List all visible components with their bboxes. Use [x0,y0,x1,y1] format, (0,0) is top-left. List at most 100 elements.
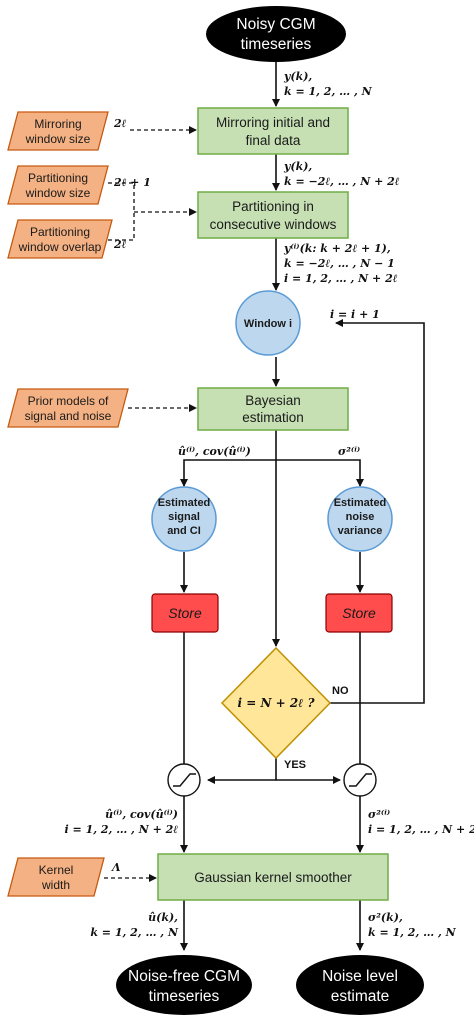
store-left-rect [151,593,219,633]
noise-label-1: Estimated [334,497,387,509]
label-y-mirrored-1: y(k), [283,160,312,173]
mirroring-window-label-1: Mirroring [34,117,81,131]
store-left: Store [151,593,219,633]
label-signal-all-2: i = 1, 2, … , N + 2ℓ [65,823,179,836]
label-mirror-param: 2ℓ [113,117,127,130]
end-left-label-2: timeseries [149,988,220,1005]
label-signal-all-1: û⁽ⁱ⁾, cov(û⁽ⁱ⁾) [105,808,178,821]
prior-models-label-2: signal and noise [25,409,112,423]
partitioning-window-label-1: Partitioning [28,171,88,185]
window-circle [235,290,301,356]
mirroring-window-label-2: window size [25,132,91,146]
partitioning-overlap-label-1: Partitioning [30,225,90,239]
label-noise-out-1: σ²(k), [368,911,403,924]
label-noise-all-2: i = 1, 2, … , N + 2ℓ [368,823,474,836]
kernel-width-shape [7,857,105,897]
store-left-label: Store [168,605,202,621]
mirroring-window-shape [7,111,109,151]
input-prior-models: Prior models of signal and noise [7,388,129,428]
label-y-windows-3: i = 1, 2, … , N + 2ℓ [284,272,398,285]
label-signal-out-2: k = 1, 2, … , N [90,926,179,939]
edge-part-size-param [108,182,135,241]
window-label: Window i [244,318,292,330]
end-right-label-2: estimate [331,988,390,1005]
start-node: Noisy CGM timeseries [206,6,346,62]
mirroring-label-1: Mirroring initial and [216,115,330,130]
switch-left [167,763,201,797]
input-kernel-width: Kernel width [7,857,105,897]
partitioning-overlap-shape [7,219,113,259]
signal-circle [151,486,217,552]
decision-label: i = N + 2ℓ ? [237,696,315,710]
end-right-label-1: Noise level [322,968,398,985]
start-label-2: timeseries [241,36,312,53]
noise-node: Estimated noise variance [327,486,393,552]
label-part-size-param: 2ℓ + 1 [113,176,151,189]
window-node: Window i [235,290,301,356]
label-noise-out-2: k = 1, 2, … , N [368,926,457,939]
bayesian-label-1: Bayesian [245,393,301,408]
label-noise-all-1: σ²⁽ⁱ⁾ [368,808,390,821]
bayesian-box: Bayesian estimation [197,387,349,431]
partitioning-rect [197,191,349,239]
partitioning-window-label-2: window size [25,186,91,200]
switch-left-circle [167,763,201,797]
label-y-in-2: k = 1, 2, … , N [284,85,373,98]
mirroring-label-2: final data [246,133,301,148]
label-increment: i = i + 1 [330,308,380,321]
label-y-mirrored-2: k = −2ℓ, … , N + 2ℓ [284,175,400,188]
noise-label-2: noise [346,511,375,523]
prior-models-shape [7,388,129,428]
signal-label-2: signal [168,511,200,523]
label-kernel-param: Λ [111,861,121,874]
mirroring-rect [197,107,349,155]
edge-yes-path [207,758,277,784]
partitioning-label-1: Partitioning in [232,199,314,214]
input-partitioning-overlap: Partitioning window overlap [7,219,113,259]
bayesian-label-2: estimation [242,410,304,425]
kernel-label: Gaussian kernel smoother [194,870,352,885]
signal-label-1: Estimated [158,497,211,509]
end-right-oval [296,955,424,1015]
end-left-label-1: Noise-free CGM [128,968,240,985]
label-yes: YES [284,759,306,771]
signal-label-3: and CI [167,525,201,537]
partitioning-label-2: consecutive windows [210,217,337,232]
switch-right-symbol [349,773,372,787]
decision-diamond [220,646,332,760]
input-mirroring-window: Mirroring window size [7,111,109,151]
bayesian-rect [197,387,349,431]
store-right: Store [325,593,393,633]
mirroring-box: Mirroring initial and final data [197,107,349,155]
edge-labels: y(k), k = 1, 2, … , N y(k), k = −2ℓ, … ,… [65,70,474,939]
input-partitioning-window: Partitioning window size [7,165,109,205]
input-connectors [104,126,197,882]
kernel-box: Gaussian kernel smoother [157,853,389,901]
kernel-width-label-2: width [41,878,70,892]
label-y-windows-1: y⁽ⁱ⁾(k: k + 2ℓ + 1), [283,242,391,255]
store-right-label: Store [342,605,376,621]
label-noise-est: σ²⁽ⁱ⁾ [338,445,360,458]
kernel-rect [157,853,389,901]
label-part-overlap-param: 2ℓ [113,238,127,251]
end-left-oval [116,955,252,1015]
kernel-width-label-1: Kernel [39,863,74,877]
switch-left-symbol [173,773,196,787]
label-y-in-1: y(k), [283,70,312,83]
prior-models-label-1: Prior models of [28,394,109,408]
end-node-right: Noise level estimate [296,955,424,1015]
store-right-rect [325,593,393,633]
switch-right [343,763,377,797]
decision-node: i = N + 2ℓ ? [220,646,332,760]
label-signal-est: û⁽ⁱ⁾, cov(û⁽ⁱ⁾) [178,445,251,458]
label-signal-out-1: û(k), [148,911,178,924]
noise-circle [327,486,393,552]
partitioning-box: Partitioning in consecutive windows [197,191,349,239]
partitioning-window-shape [7,165,109,205]
connectors [180,62,425,951]
edge-bayesian-split [183,459,361,484]
label-no: NO [332,685,349,697]
signal-node: Estimated signal and CI [151,486,217,552]
noise-label-3: variance [338,525,383,537]
